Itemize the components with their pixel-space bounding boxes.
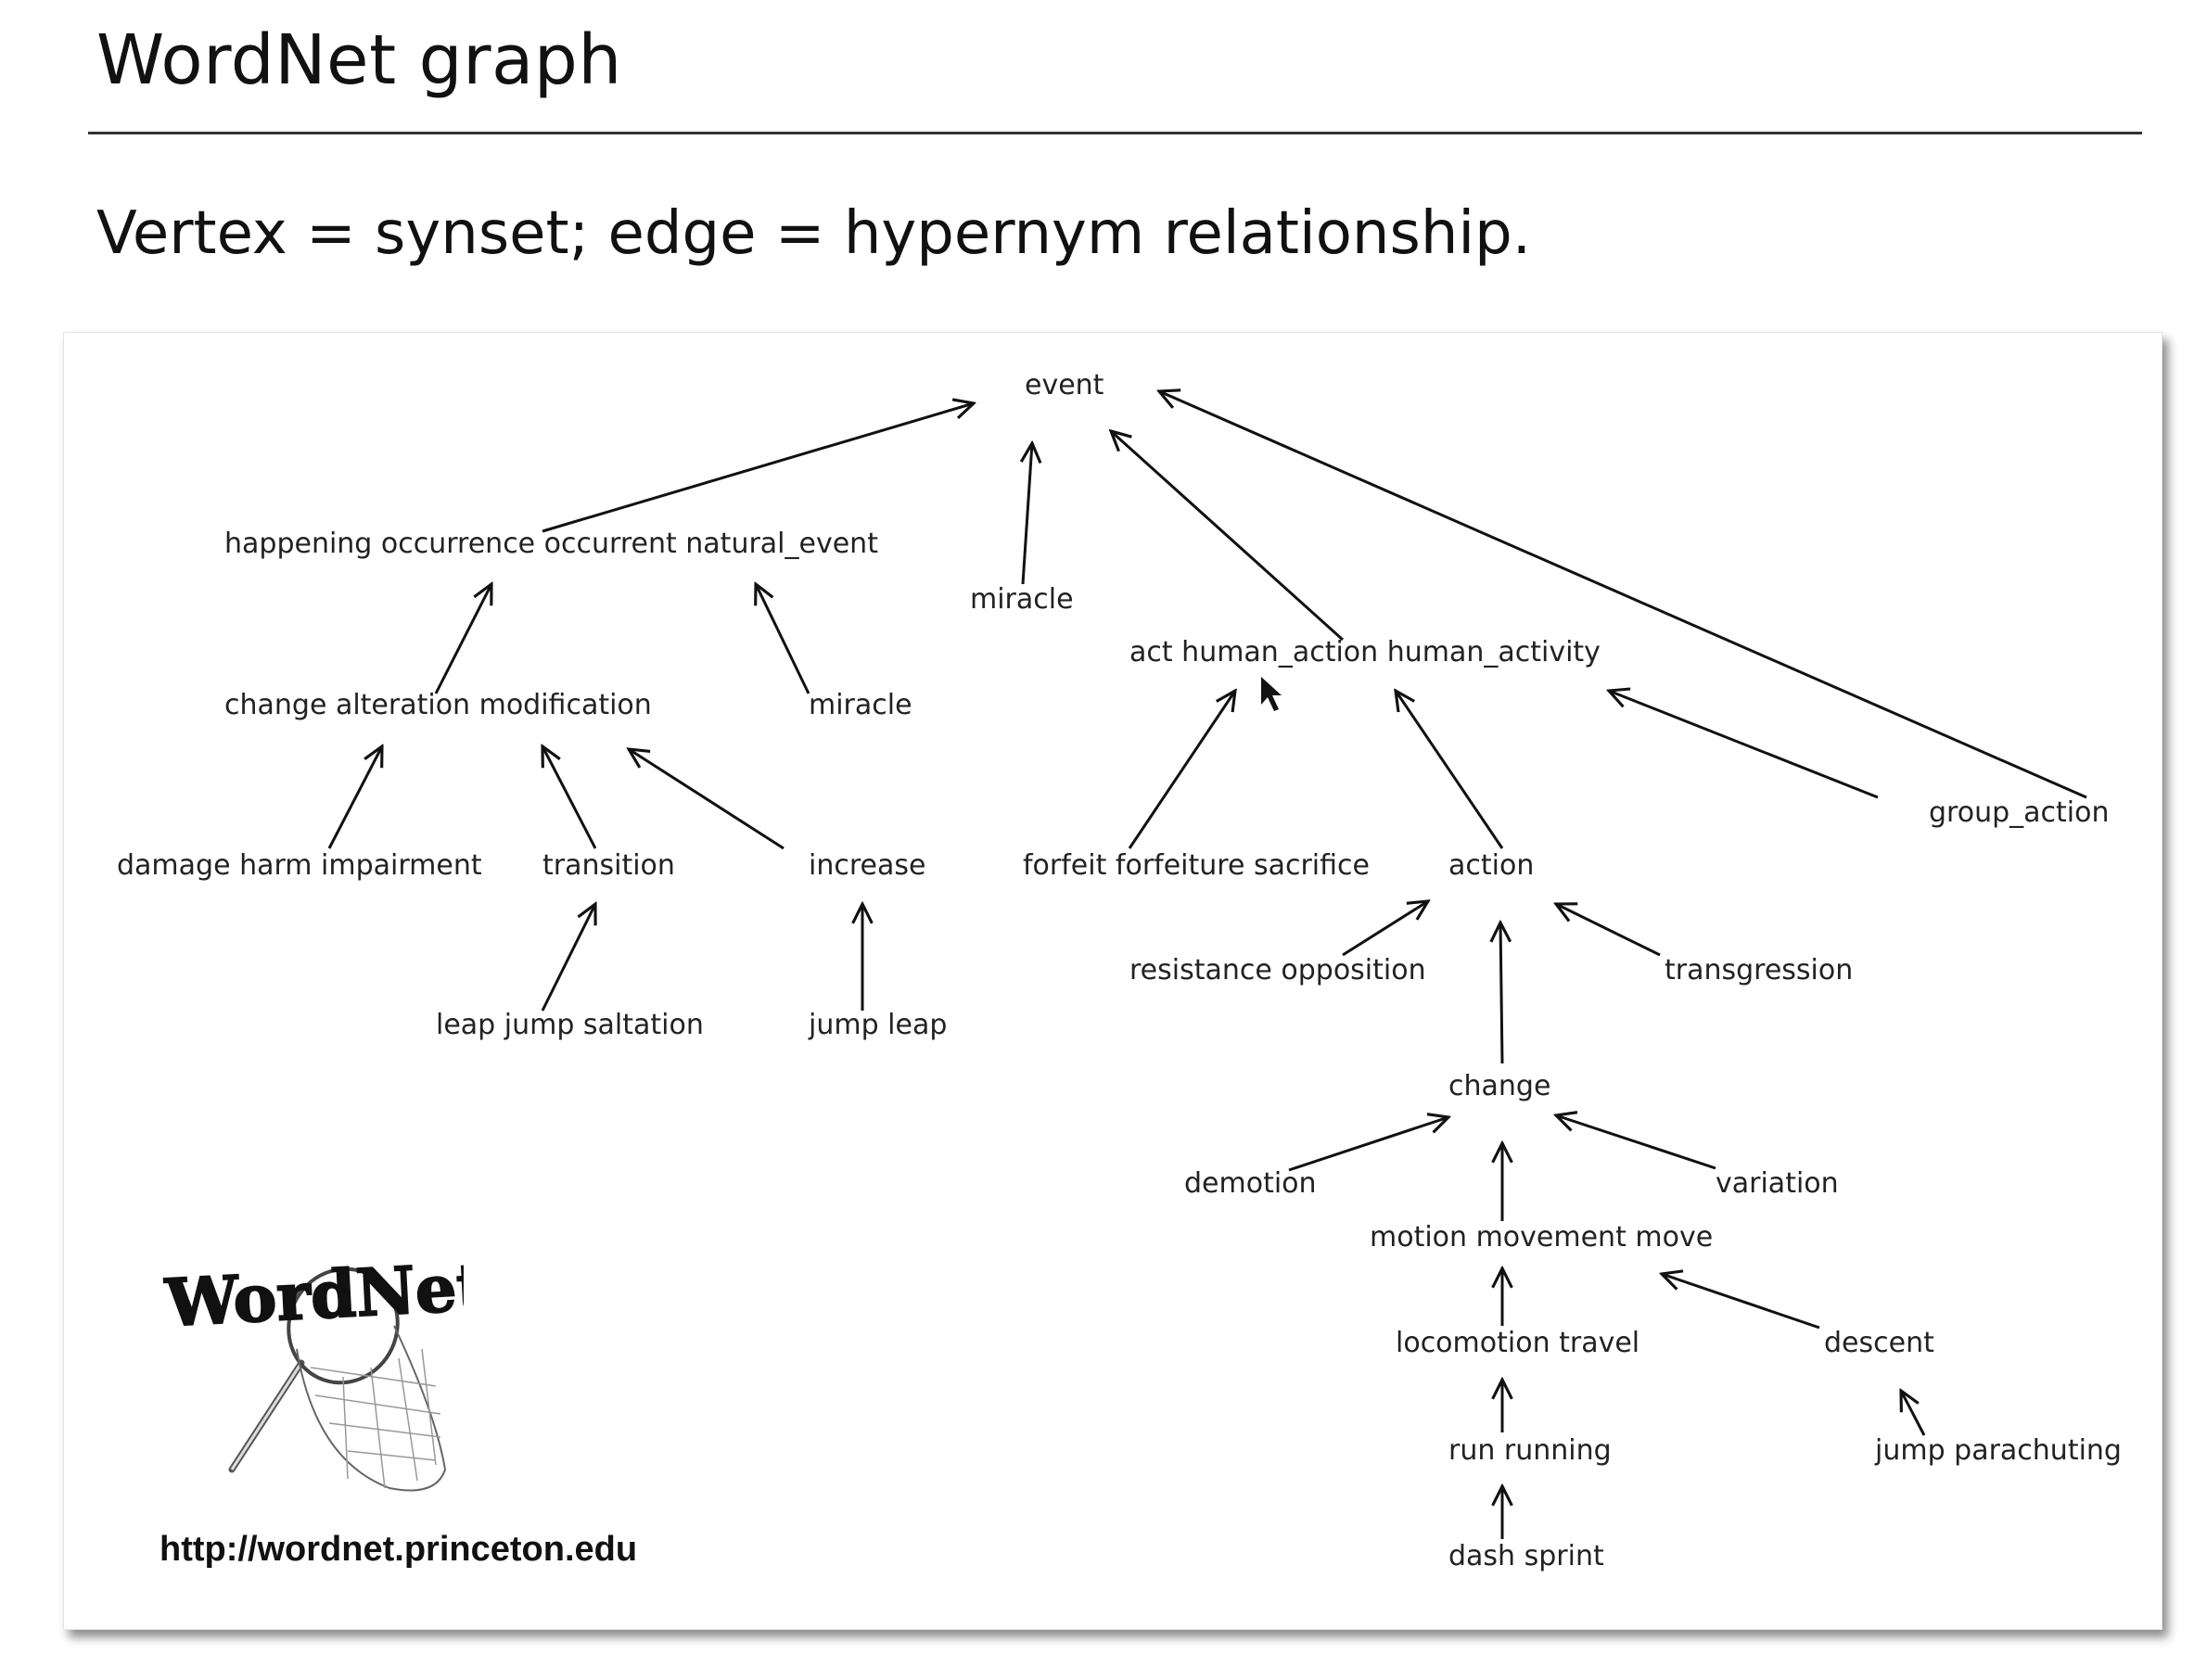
synset-node-damage: damage harm impairment [117, 849, 482, 882]
synset-node-event: event [1025, 369, 1104, 401]
synset-node-forfeit: forfeit forfeiture sacrifice [1023, 849, 1370, 882]
synset-node-demotion: demotion [1184, 1167, 1317, 1200]
hypernym-edge-damage-to-change_alt [327, 746, 382, 849]
synset-node-act: act human_action human_activity [1129, 636, 1601, 668]
hypernym-edge-transition-to-change_alt [542, 746, 597, 849]
hypernym-edge-change_alt-to-happening [434, 584, 491, 694]
hypernym-edge-forfeit-to-act [1128, 691, 1235, 849]
butterfly-net-icon: WordNet [162, 1247, 490, 1492]
synset-node-change: change [1448, 1070, 1550, 1102]
hypernym-edge-happening-to-event [542, 403, 974, 533]
synset-node-variation: variation [1716, 1167, 1839, 1200]
synset-node-resistance: resistance opposition [1129, 954, 1426, 986]
synset-node-locomotion: locomotion travel [1396, 1327, 1639, 1359]
synset-node-jumpleap: jump leap [808, 1009, 947, 1041]
hypernym-edge-miracle1-to-event [1023, 443, 1032, 585]
synset-node-happening: happening occurrence occurrent natural_e… [224, 528, 878, 560]
hypernym-edge-miracle2-to-happening [756, 584, 810, 694]
hypernym-edge-transgression-to-action [1556, 904, 1661, 957]
synset-node-action: action [1448, 849, 1534, 882]
synset-node-group-action: group_action [1929, 796, 2109, 829]
slide-title: WordNet graph [96, 20, 622, 100]
hypernym-edge-change-to-action [1500, 923, 1502, 1064]
synset-node-jump-para: jump parachuting [1874, 1434, 2122, 1467]
figure-panel [63, 332, 2162, 1630]
node-layer: event happening occurrence occurrent natu… [117, 369, 2122, 1572]
synset-node-dash: dash sprint [1448, 1540, 1604, 1572]
hypernym-edge-demotion-to-change [1288, 1117, 1448, 1172]
hypernym-edge-group_action-to-event [1159, 391, 2087, 799]
wordnet-logo: WordNet [158, 1238, 490, 1501]
hypernym-edge-action-to-act [1396, 691, 1504, 849]
synset-node-run: run running [1448, 1434, 1612, 1467]
synset-node-transgression: transgression [1665, 954, 1853, 986]
synset-node-leap: leap jump saltation [436, 1009, 704, 1041]
hypernym-edge-increase-to-change_alt [629, 749, 785, 850]
synset-node-miracle1: miracle [970, 583, 1074, 616]
hypernym-edge-act-to-event [1111, 431, 1345, 642]
edge-layer [327, 391, 2087, 1539]
hypernym-edge-group_action-to-act [1609, 691, 1879, 799]
hypernym-edge-variation-to-change [1556, 1115, 1716, 1170]
synset-node-motion: motion movement move [1370, 1221, 1713, 1254]
wordnet-url-link[interactable]: http://wordnet.princeton.edu [159, 1530, 638, 1569]
synset-node-change-alt: change alteration modification [224, 689, 652, 721]
hypernym-edge-jump_para-to-descent [1901, 1391, 1926, 1436]
title-divider [88, 132, 2142, 134]
synset-node-miracle2: miracle [809, 689, 912, 721]
synset-node-increase: increase [809, 849, 925, 882]
hypernym-edge-descent-to-motion [1662, 1274, 1820, 1330]
mouse-cursor-icon [1261, 677, 1282, 711]
synset-node-descent: descent [1824, 1327, 1934, 1359]
hypernym-edge-leap-to-transition [541, 904, 595, 1012]
hypernym-edge-resistance-to-action [1342, 901, 1428, 957]
svg-text:WordNet: WordNet [163, 1248, 464, 1342]
synset-node-transition: transition [542, 849, 675, 882]
slide-subtitle: Vertex = synset; edge = hypernym relatio… [96, 199, 1532, 268]
